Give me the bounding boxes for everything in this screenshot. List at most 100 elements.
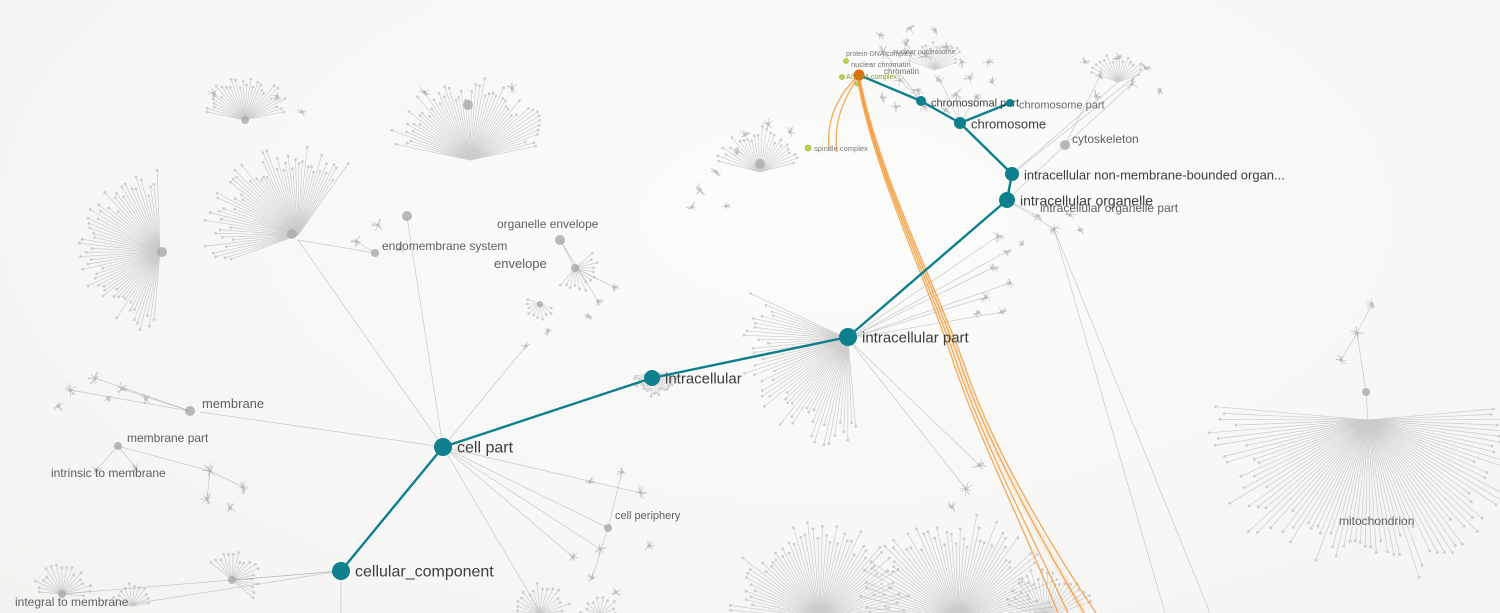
graph-node-label-cell-part[interactable]: cell part xyxy=(457,440,514,457)
cluster-node[interactable] xyxy=(537,301,543,307)
cluster-burst xyxy=(635,486,648,500)
graph-node-intracellular-non-membrane-bounded-organelle[interactable] xyxy=(1005,167,1019,181)
cluster-burst xyxy=(584,313,593,321)
cluster-node[interactable] xyxy=(287,229,297,239)
cluster-burst xyxy=(890,100,901,113)
cluster-burst xyxy=(644,539,655,551)
graph-edge xyxy=(574,267,615,288)
cluster-burst xyxy=(568,552,579,561)
graph-edge xyxy=(209,470,244,488)
cluster-burst xyxy=(611,587,622,596)
term-label[interactable]: spindle complex xyxy=(814,144,868,153)
cluster-burst xyxy=(226,502,236,513)
graph-node-label-intracellular[interactable]: intracellular xyxy=(665,371,742,388)
term-label[interactable]: integral to membrane xyxy=(15,595,129,609)
cluster-burst xyxy=(786,126,795,138)
term-label[interactable]: cytoskeleton xyxy=(1072,132,1139,146)
cluster-burst xyxy=(933,75,944,84)
term-label[interactable]: membrane part xyxy=(127,431,209,445)
graph-node-intracellular[interactable] xyxy=(644,370,660,386)
cluster-burst xyxy=(989,263,999,273)
term-label[interactable]: cell periphery xyxy=(615,510,681,522)
cluster-fan xyxy=(579,596,617,613)
graph-node-nucleosome[interactable] xyxy=(853,69,865,81)
graph-node-intracellular-organelle[interactable] xyxy=(999,192,1015,208)
graph-edge xyxy=(1064,83,1133,146)
related-term-node[interactable] xyxy=(843,58,849,64)
cluster-burst xyxy=(350,235,361,248)
graph-edge xyxy=(442,446,541,613)
graph-node-cellular_component[interactable] xyxy=(332,562,350,580)
related-term-node[interactable] xyxy=(804,144,812,152)
graph-edge xyxy=(1365,391,1369,421)
graph-edge xyxy=(883,51,922,102)
graph-node-chromosomal-part[interactable] xyxy=(916,96,926,106)
graph-node-label-chromosome[interactable]: chromosome xyxy=(971,117,1046,132)
graph-node-label-chromosomal-part[interactable]: chromosomal part xyxy=(931,98,1019,110)
graph-edge xyxy=(61,570,342,595)
cluster-burst xyxy=(905,25,916,34)
path-edge xyxy=(340,446,444,572)
term-label[interactable]: intrinsic to membrane xyxy=(51,466,166,480)
graph-edge xyxy=(69,389,191,412)
cluster-burst xyxy=(997,307,1007,315)
cluster-node[interactable] xyxy=(241,116,249,124)
cluster-burst xyxy=(207,87,219,99)
term-label[interactable]: intracellular organelle part xyxy=(1040,201,1179,215)
cluster-burst xyxy=(612,283,620,293)
graph-node-intracellular-part[interactable] xyxy=(839,328,857,346)
cluster-burst xyxy=(910,88,924,96)
term-label[interactable]: nuclear nucleosome xyxy=(893,49,956,56)
term-label[interactable]: mitochondrion xyxy=(1339,514,1414,528)
graph-node-cell-part[interactable] xyxy=(434,438,452,456)
cluster-node[interactable] xyxy=(157,247,167,257)
term-label[interactable]: endomembrane system xyxy=(382,239,507,253)
cluster-burst xyxy=(940,105,951,115)
cluster-burst xyxy=(1366,298,1376,310)
graph-edge xyxy=(939,79,961,124)
graph-edge xyxy=(847,296,987,340)
cluster-node[interactable] xyxy=(755,159,765,169)
path-edge xyxy=(959,101,1011,125)
graph-edge xyxy=(847,282,1011,340)
term-label[interactable]: organelle envelope xyxy=(497,217,599,231)
cluster-burst xyxy=(992,231,1005,242)
graph-node-label-intracellular-part[interactable]: intracellular part xyxy=(862,330,970,347)
graph-node-chromosome-part[interactable] xyxy=(1006,99,1014,107)
term-label[interactable]: chromatin xyxy=(884,67,919,76)
cluster-burst xyxy=(116,382,128,394)
cluster-burst xyxy=(1005,278,1016,289)
graph-node-label-intracellular-organelle[interactable]: intracellular organelle xyxy=(1020,193,1153,209)
cluster-burst xyxy=(1140,63,1152,72)
highlight-edge xyxy=(827,77,857,151)
cluster-fan xyxy=(390,77,542,161)
term-label[interactable]: ASTRA complex xyxy=(846,74,897,81)
cluster-fan xyxy=(1090,54,1142,83)
highlight-edge xyxy=(858,79,1069,613)
cluster-burst xyxy=(272,91,282,102)
cluster-fan xyxy=(205,77,287,121)
term-label[interactable]: envelope xyxy=(494,256,547,271)
related-term-node[interactable] xyxy=(854,81,860,87)
related-term-node[interactable] xyxy=(839,74,845,80)
cluster-fan xyxy=(78,169,161,331)
graph-edge xyxy=(1064,75,1101,146)
term-label[interactable]: protein-DNA complex xyxy=(846,51,913,58)
highlight-edge xyxy=(857,79,1059,613)
term-label[interactable]: membrane xyxy=(202,396,264,411)
path-edge xyxy=(920,99,961,125)
graph-edge xyxy=(442,446,642,494)
cluster-node[interactable] xyxy=(402,211,412,221)
graph-node-label-cellular_component[interactable]: cellular_component xyxy=(355,564,494,581)
graph-edge xyxy=(607,471,623,529)
cluster-burst xyxy=(370,218,383,232)
graph-node-chromosome[interactable] xyxy=(954,117,966,129)
graph-node-label-intracellular-non-membrane-bounded-organelle[interactable]: intracellular non-membrane-bounded organ… xyxy=(1024,168,1285,183)
graph-node-label-chromosome-part[interactable]: chromosome part xyxy=(1019,100,1105,112)
cluster-burst xyxy=(918,48,933,61)
term-label[interactable]: nuclear chromatin xyxy=(851,60,911,69)
graph-edge xyxy=(442,446,609,529)
cluster-node[interactable] xyxy=(463,100,473,110)
